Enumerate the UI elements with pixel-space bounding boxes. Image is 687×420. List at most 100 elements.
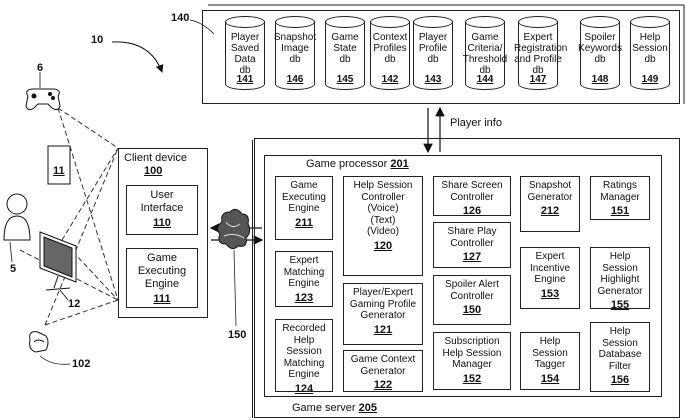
database-cylinder-top	[413, 16, 453, 28]
component-num: 212	[540, 205, 560, 217]
component-num: 123	[294, 291, 314, 304]
database-cylinder-body	[370, 21, 410, 90]
component-label: Spoiler Alert Controller	[445, 279, 499, 302]
client-game-engine-num: 111	[153, 293, 171, 305]
game-controller-icon	[25, 88, 61, 111]
database-cylinder-top	[275, 16, 315, 28]
display-leader	[59, 289, 69, 301]
game-server-num: 205	[358, 402, 377, 414]
headset-leader	[39, 355, 71, 365]
database-143: Player Profile db 143	[413, 16, 453, 94]
game-server-title: Game server 205	[292, 402, 377, 415]
database-cylinder-top	[630, 16, 670, 28]
database-cylinder-body	[325, 21, 365, 90]
component-120: Help Session Controller (Voice) (Text) (…	[343, 176, 423, 276]
database-142: Context Profiles db 142	[370, 16, 410, 94]
user-interface-num: 110	[153, 217, 171, 229]
component-123: Expert Matching Engine 123	[275, 251, 333, 307]
game-processor-title: Game processor 201	[306, 158, 409, 171]
database-num: 142	[381, 74, 399, 85]
component-label: Game Context Generator	[350, 354, 416, 377]
database-cylinder-body	[275, 21, 315, 90]
database-num: 146	[286, 74, 304, 85]
database-num: 144	[476, 74, 494, 85]
db-group-shadow	[208, 4, 685, 104]
client-game-engine-box: Game Executing Engine 111	[126, 248, 198, 308]
component-num: 120	[373, 239, 393, 252]
database-cylinder-body	[413, 21, 453, 90]
player-info-label: Player info	[450, 117, 502, 129]
database-cylinder-top	[580, 16, 620, 28]
component-label: Help Session Highlight Generator	[597, 251, 643, 297]
component-label: Ratings Manager	[600, 180, 640, 203]
database-cylinder-top	[225, 16, 265, 28]
component-212: Snapshot Generator 212	[520, 176, 580, 232]
database-name: Player Profile db	[418, 32, 448, 65]
client-device-title: Client device	[124, 152, 187, 164]
network-ref-label: 150	[228, 329, 247, 341]
database-num: 143	[424, 74, 442, 85]
component-label: Snapshot Generator	[527, 180, 573, 203]
user-leader	[9, 241, 13, 263]
user-interface-label: User Interface	[140, 189, 184, 214]
game-server-shadow	[252, 140, 254, 418]
database-name: Snapshot Image db	[273, 32, 317, 65]
headset-icon	[29, 331, 49, 353]
database-num: 141	[236, 74, 254, 85]
database-name: Game State db	[331, 32, 359, 65]
component-label: Help Session Database Filter	[598, 326, 642, 372]
client-game-engine-label: Game Executing Engine	[137, 252, 187, 290]
database-name: Expert Registration and Profile db	[514, 32, 568, 76]
database-145: Game State db 145	[325, 16, 365, 94]
database-name: Game Criteria/ Threshold db	[462, 32, 508, 76]
component-num: 121	[373, 323, 393, 336]
database-name: Spoiler Keywords db	[578, 32, 622, 65]
database-cylinder-body	[580, 21, 620, 90]
main-ref-label: 10	[91, 34, 104, 46]
database-cylinder-top	[465, 16, 505, 28]
main-ref-arrow	[111, 41, 164, 73]
dashed-sight-lines	[19, 107, 119, 326]
client-device-box	[118, 148, 208, 318]
component-label: Game Executing Engine	[282, 180, 326, 214]
user-icon	[3, 193, 31, 241]
user-interface-box: User Interface 110	[126, 185, 198, 235]
database-cylinder-body	[225, 21, 265, 90]
database-cylinder-top	[518, 16, 558, 28]
component-num: 127	[462, 251, 482, 263]
database-group	[202, 10, 680, 104]
game-processor-box	[264, 155, 662, 397]
database-cylinder-body	[465, 21, 505, 90]
component-num: 154	[540, 372, 560, 385]
component-num: 124	[294, 382, 314, 395]
headset-ref-label: 102	[72, 358, 91, 370]
component-label: Expert Matching Engine	[283, 255, 325, 289]
hmd-ref-label: 11	[53, 165, 65, 177]
database-name: Context Profiles db	[372, 32, 408, 65]
database-cylinder-top	[325, 16, 365, 28]
database-cylinder-top	[370, 16, 410, 28]
database-num: 148	[591, 74, 609, 85]
display-icon	[39, 231, 77, 291]
network-leader-line	[233, 249, 237, 327]
database-num: 149	[641, 74, 659, 85]
handheld-device-icon	[47, 145, 71, 185]
component-label: Share Screen Controller	[441, 180, 503, 203]
game-processor-num: 201	[390, 158, 409, 170]
controller-ref-label: 6	[37, 62, 44, 74]
database-num: 145	[336, 74, 354, 85]
component-label: Recorded Help Session Matching Engine	[282, 323, 326, 380]
database-cylinder-body	[630, 21, 670, 90]
